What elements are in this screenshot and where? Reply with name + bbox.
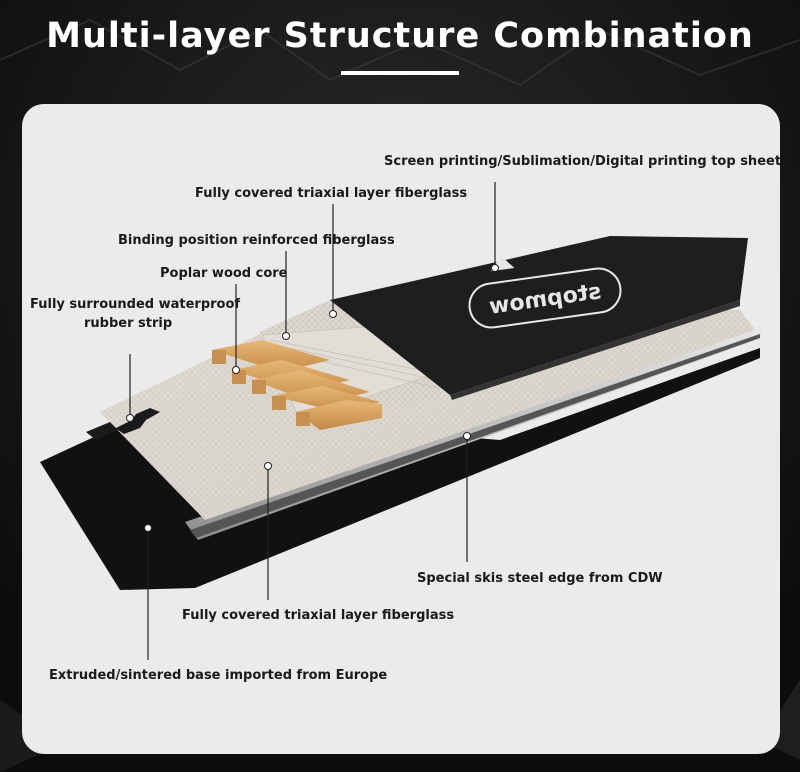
title-underline (341, 71, 459, 75)
label-top-sheet: Screen printing/Sublimation/Digital prin… (384, 154, 782, 169)
dot-binding (282, 332, 290, 340)
label-triaxial-bottom: Fully covered triaxial layer fiberglass (182, 608, 455, 623)
top-sheet-layer (330, 236, 748, 400)
dot-wood-core (232, 366, 240, 374)
dot-steel-edge (463, 432, 471, 440)
label-triaxial-top: Fully covered triaxial layer fiberglass (195, 186, 468, 201)
label-wood-core: Poplar wood core (160, 266, 288, 281)
page-title: Multi-layer Structure Combination (46, 16, 754, 56)
wood-core-layer (212, 340, 382, 430)
rubber-strip-layer (86, 408, 160, 440)
label-rubber-strip-line1: Fully surrounded waterproof (30, 297, 241, 312)
dot-top-sheet (491, 264, 499, 272)
label-steel-edge: Special skis steel edge from CDW (417, 571, 663, 586)
label-rubber-strip-line2: rubber strip (84, 316, 173, 331)
label-base: Extruded/sintered base imported from Eur… (49, 668, 388, 683)
dot-triaxial-bottom (264, 462, 272, 470)
dot-base (144, 524, 152, 532)
dot-triaxial-top (329, 310, 337, 318)
dot-rubber-strip (126, 414, 134, 422)
label-binding: Binding position reinforced fiberglass (118, 233, 395, 248)
steel-edge-layer (185, 326, 762, 540)
